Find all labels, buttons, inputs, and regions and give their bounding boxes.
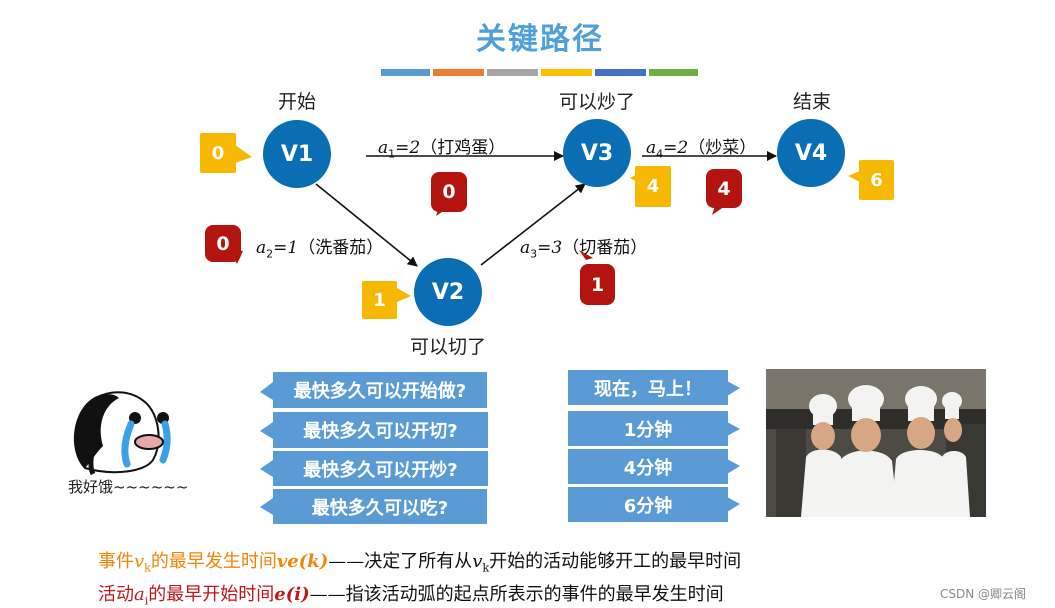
event-mid: 的最早发生时间 [150, 551, 277, 572]
activity-func: e(i) [274, 584, 310, 605]
qbox-pointer [260, 382, 273, 400]
event-early-v2: 1 [362, 281, 397, 319]
activity-definition: 活动ai的最早开始时间e(i)——指该活动弧的起点所表示的事件的最早发生时间 [98, 580, 724, 608]
callout-tail [848, 171, 860, 182]
edge-a1-label: a1=2（打鸡蛋） [378, 133, 505, 160]
edge-var: a [378, 138, 389, 158]
event-early-v3: 4 [635, 166, 671, 207]
activity-sub: i [144, 594, 149, 608]
answer-box-1min: 1分钟 [568, 411, 728, 446]
activity-var: a [134, 584, 145, 605]
event-prefix: 事件 [98, 551, 134, 572]
chefs-photo [766, 369, 986, 517]
qbox-pointer [260, 498, 273, 515]
abox-pointer [727, 422, 740, 436]
strip-segment [541, 69, 592, 76]
callout-tail [235, 145, 252, 163]
abox-pointer [727, 459, 740, 474]
edge-var: a [520, 238, 531, 258]
strip-segment [487, 69, 538, 76]
activity-mid: 的最早开始时间 [148, 584, 275, 605]
answer-box-now: 现在，马上！ [568, 370, 728, 405]
abox-pointer [727, 497, 740, 512]
meme-caption: 我好饿~~~~~~ [68, 478, 189, 496]
edge-a4-label: a4=2（炒菜） [646, 133, 756, 160]
page-title: 关键路径 [476, 22, 604, 57]
strip-segment [381, 69, 430, 76]
node-v1: V1 [263, 120, 331, 188]
activity-early-a1: 0 [431, 172, 467, 212]
edge-desc: （切番茄） [562, 238, 648, 258]
edge-desc: （打鸡蛋） [420, 138, 506, 158]
event-desc-a: 决定了所有从 [364, 551, 473, 572]
question-box-fry: 最快多久可以开炒? [273, 451, 488, 486]
abox-pointer [727, 381, 740, 396]
event-early-v1: 0 [200, 133, 236, 173]
node-v3-label: 可以炒了 [559, 91, 636, 113]
event-early-v4: 6 [859, 160, 894, 200]
event-desc-var: v [472, 551, 483, 572]
event-desc-sub: k [482, 561, 490, 575]
node-v2-label: 可以切了 [410, 336, 487, 358]
event-sub: k [144, 561, 151, 575]
node-v2: V2 [414, 258, 482, 326]
strip-segment [433, 69, 484, 76]
question-box-eat: 最快多久可以吃? [273, 489, 487, 524]
edge-weight: =2 [663, 138, 689, 158]
edge-weight: =2 [395, 138, 421, 158]
question-box-cut: 最快多久可以开切? [273, 412, 488, 448]
edge-sub: 2 [266, 247, 274, 261]
edge-var: a [256, 238, 267, 258]
qbox-pointer [260, 422, 273, 439]
activity-early-a3: 1 [580, 264, 615, 305]
strip-segment [595, 69, 646, 76]
edge-a3-label: a3=3（切番茄） [520, 233, 647, 260]
edge-weight: =3 [537, 238, 563, 258]
edge-sub: 1 [388, 147, 396, 161]
event-dash: —— [328, 551, 365, 572]
event-desc-b: 开始的活动能够开工的最早时间 [489, 551, 742, 572]
activity-prefix: 活动 [98, 584, 134, 605]
edge-a3-line [480, 183, 586, 266]
event-func: ve(k) [276, 551, 329, 572]
edge-a2-label: a2=1（洗番茄） [256, 233, 383, 260]
node-v1-label: 开始 [278, 91, 317, 113]
crying-meme-icon [73, 391, 171, 476]
answer-box-6min: 6分钟 [568, 487, 728, 522]
activity-desc: 指该活动弧的起点所表示的事件的最早发生时间 [345, 584, 724, 605]
activity-early-a4: 4 [706, 169, 742, 208]
activity-dash: —— [309, 584, 346, 605]
callout-tail [579, 250, 593, 260]
callout-tail [397, 288, 411, 302]
qbox-pointer [260, 460, 273, 477]
watermark: CSDN @卿云阁 [940, 587, 1027, 601]
edge-desc: （炒菜） [688, 138, 757, 158]
edge-sub: 4 [656, 147, 664, 161]
activity-early-a2: 0 [205, 225, 241, 262]
event-var: v [134, 551, 145, 572]
edge-weight: =1 [273, 238, 299, 258]
color-strip [381, 69, 701, 76]
question-box-start: 最快多久可以开始做? [273, 372, 487, 408]
edge-a2-line [315, 183, 418, 267]
strip-segment [649, 69, 698, 76]
node-v3: V3 [563, 119, 631, 187]
node-v4: V4 [777, 119, 845, 187]
node-v4-label: 结束 [793, 91, 832, 113]
edge-desc: （洗番茄） [298, 238, 384, 258]
edge-var: a [646, 138, 657, 158]
answer-box-4min: 4分钟 [568, 449, 728, 484]
event-definition: 事件vk的最早发生时间ve(k)——决定了所有从vk开始的活动能够开工的最早时间 [98, 547, 741, 575]
edge-sub: 3 [530, 247, 538, 261]
